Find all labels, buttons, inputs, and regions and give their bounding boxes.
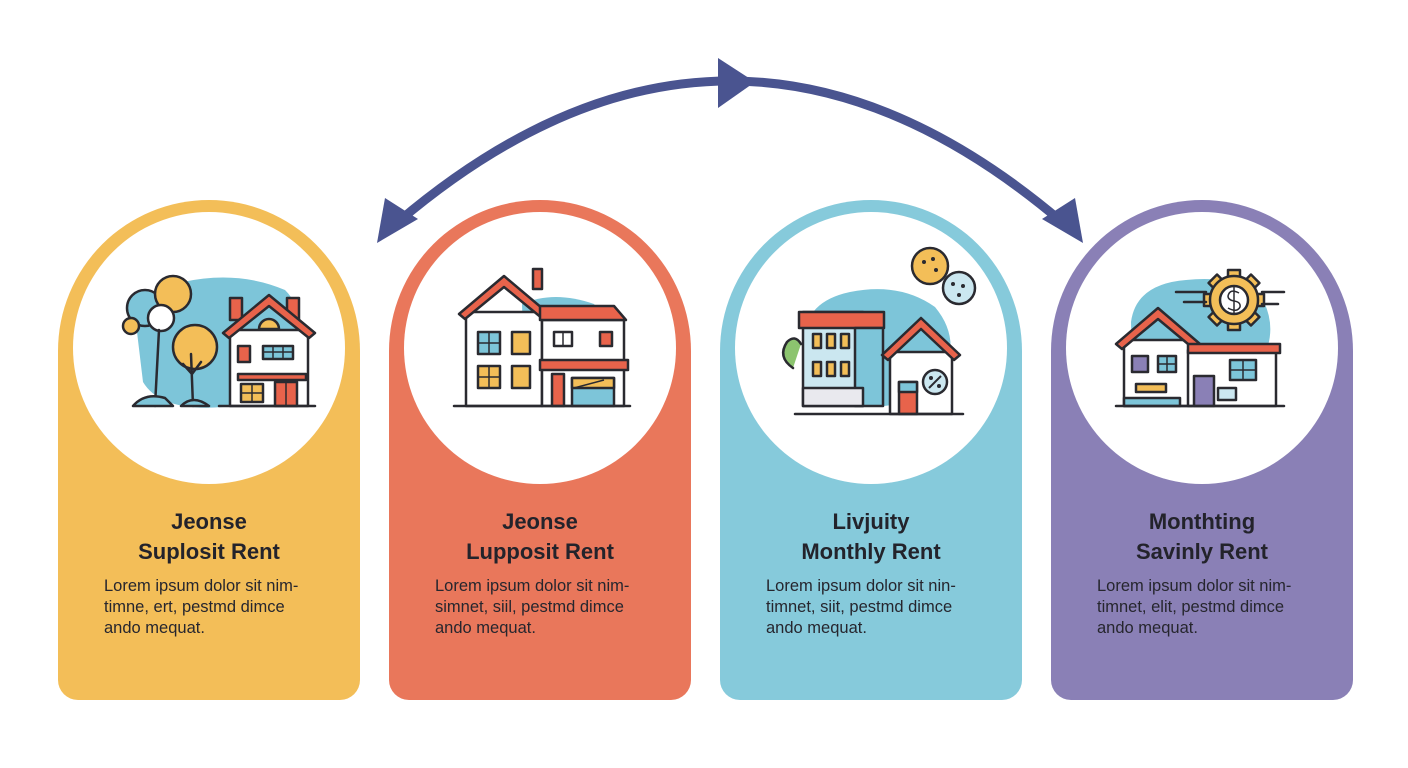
card-text-line: ando mequat. [435,619,536,637]
card-jeonse-lupposit: Jeonse Lupposit Rent Lorem ipsum dolor s… [389,200,691,700]
card-text-line: Lorem ipsum dolor sit nim- [435,577,630,595]
two-story-house-icon [452,267,632,408]
house-with-percent-icon [781,246,977,416]
card-text-line: simnet, siil, pestmd dimce [435,598,624,616]
icon-circle [404,212,676,484]
card-title-line1: Livjuity [832,509,910,534]
card-title-line1: Jeonse [171,509,247,534]
card-description: Lorem ipsum dolor sit nim- timne, ert, p… [104,576,342,639]
card-title-line2: Lupposit Rent [466,539,614,564]
card-title-line1: Monthting [1148,509,1256,534]
icon-circle [735,212,1007,484]
card-description: Lorem ipsum dolor sit nin- timnet, siit,… [766,576,1004,639]
card-text-line: timne, ert, pestmd dimce [104,598,285,616]
card-title-line2: Suplosit Rent [138,539,280,564]
card-livjuity-monthly: Livjuity Monthly Rent Lorem ipsum dolor … [720,200,1022,700]
card-text-line: Lorem ipsum dolor sit nin- [766,577,956,595]
card-title: Monthting Savinly Rent [1061,507,1343,567]
card-title: Livjuity Monthly Rent [730,507,1012,567]
card-monthting-savinly: Monthting Savinly Rent Lorem ipsum dolor… [1051,200,1353,700]
card-text-line: ando mequat. [1097,619,1198,637]
card-title: Jeonse Lupposit Rent [399,507,681,567]
card-title-line2: Savinly Rent [1135,539,1269,564]
card-text-line: ando mequat. [104,619,205,637]
right-arrowhead-icon [1042,198,1083,243]
icon-circle [1066,212,1338,484]
top-arrowhead-icon [718,58,755,108]
card-title-line2: Monthly Rent [801,539,941,564]
card-description: Lorem ipsum dolor sit nim- timnet, elit,… [1097,576,1335,639]
icon-circle [73,212,345,484]
card-text-line: Lorem ipsum dolor sit nim- [1097,577,1292,595]
card-title: Jeonse Suplosit Rent [68,507,350,567]
arc-arrow-path [393,76,1067,227]
card-text-line: timnet, siit, pestmd dimce [766,598,953,616]
left-arrowhead-icon [377,198,418,243]
card-jeonse-suplosit: Jeonse Suplosit Rent Lorem ipsum dolor s… [58,200,360,700]
card-text-line: timnet, elit, pestmd dimce [1097,598,1285,616]
card-description: Lorem ipsum dolor sit nim- simnet, siil,… [435,576,673,639]
card-title-line1: Jeonse [502,509,578,534]
house-with-trees-icon [121,274,317,408]
card-text-line: ando mequat. [766,619,867,637]
card-text-line: Lorem ipsum dolor sit nim- [104,577,299,595]
house-with-dollar-gear-icon [1114,268,1286,408]
